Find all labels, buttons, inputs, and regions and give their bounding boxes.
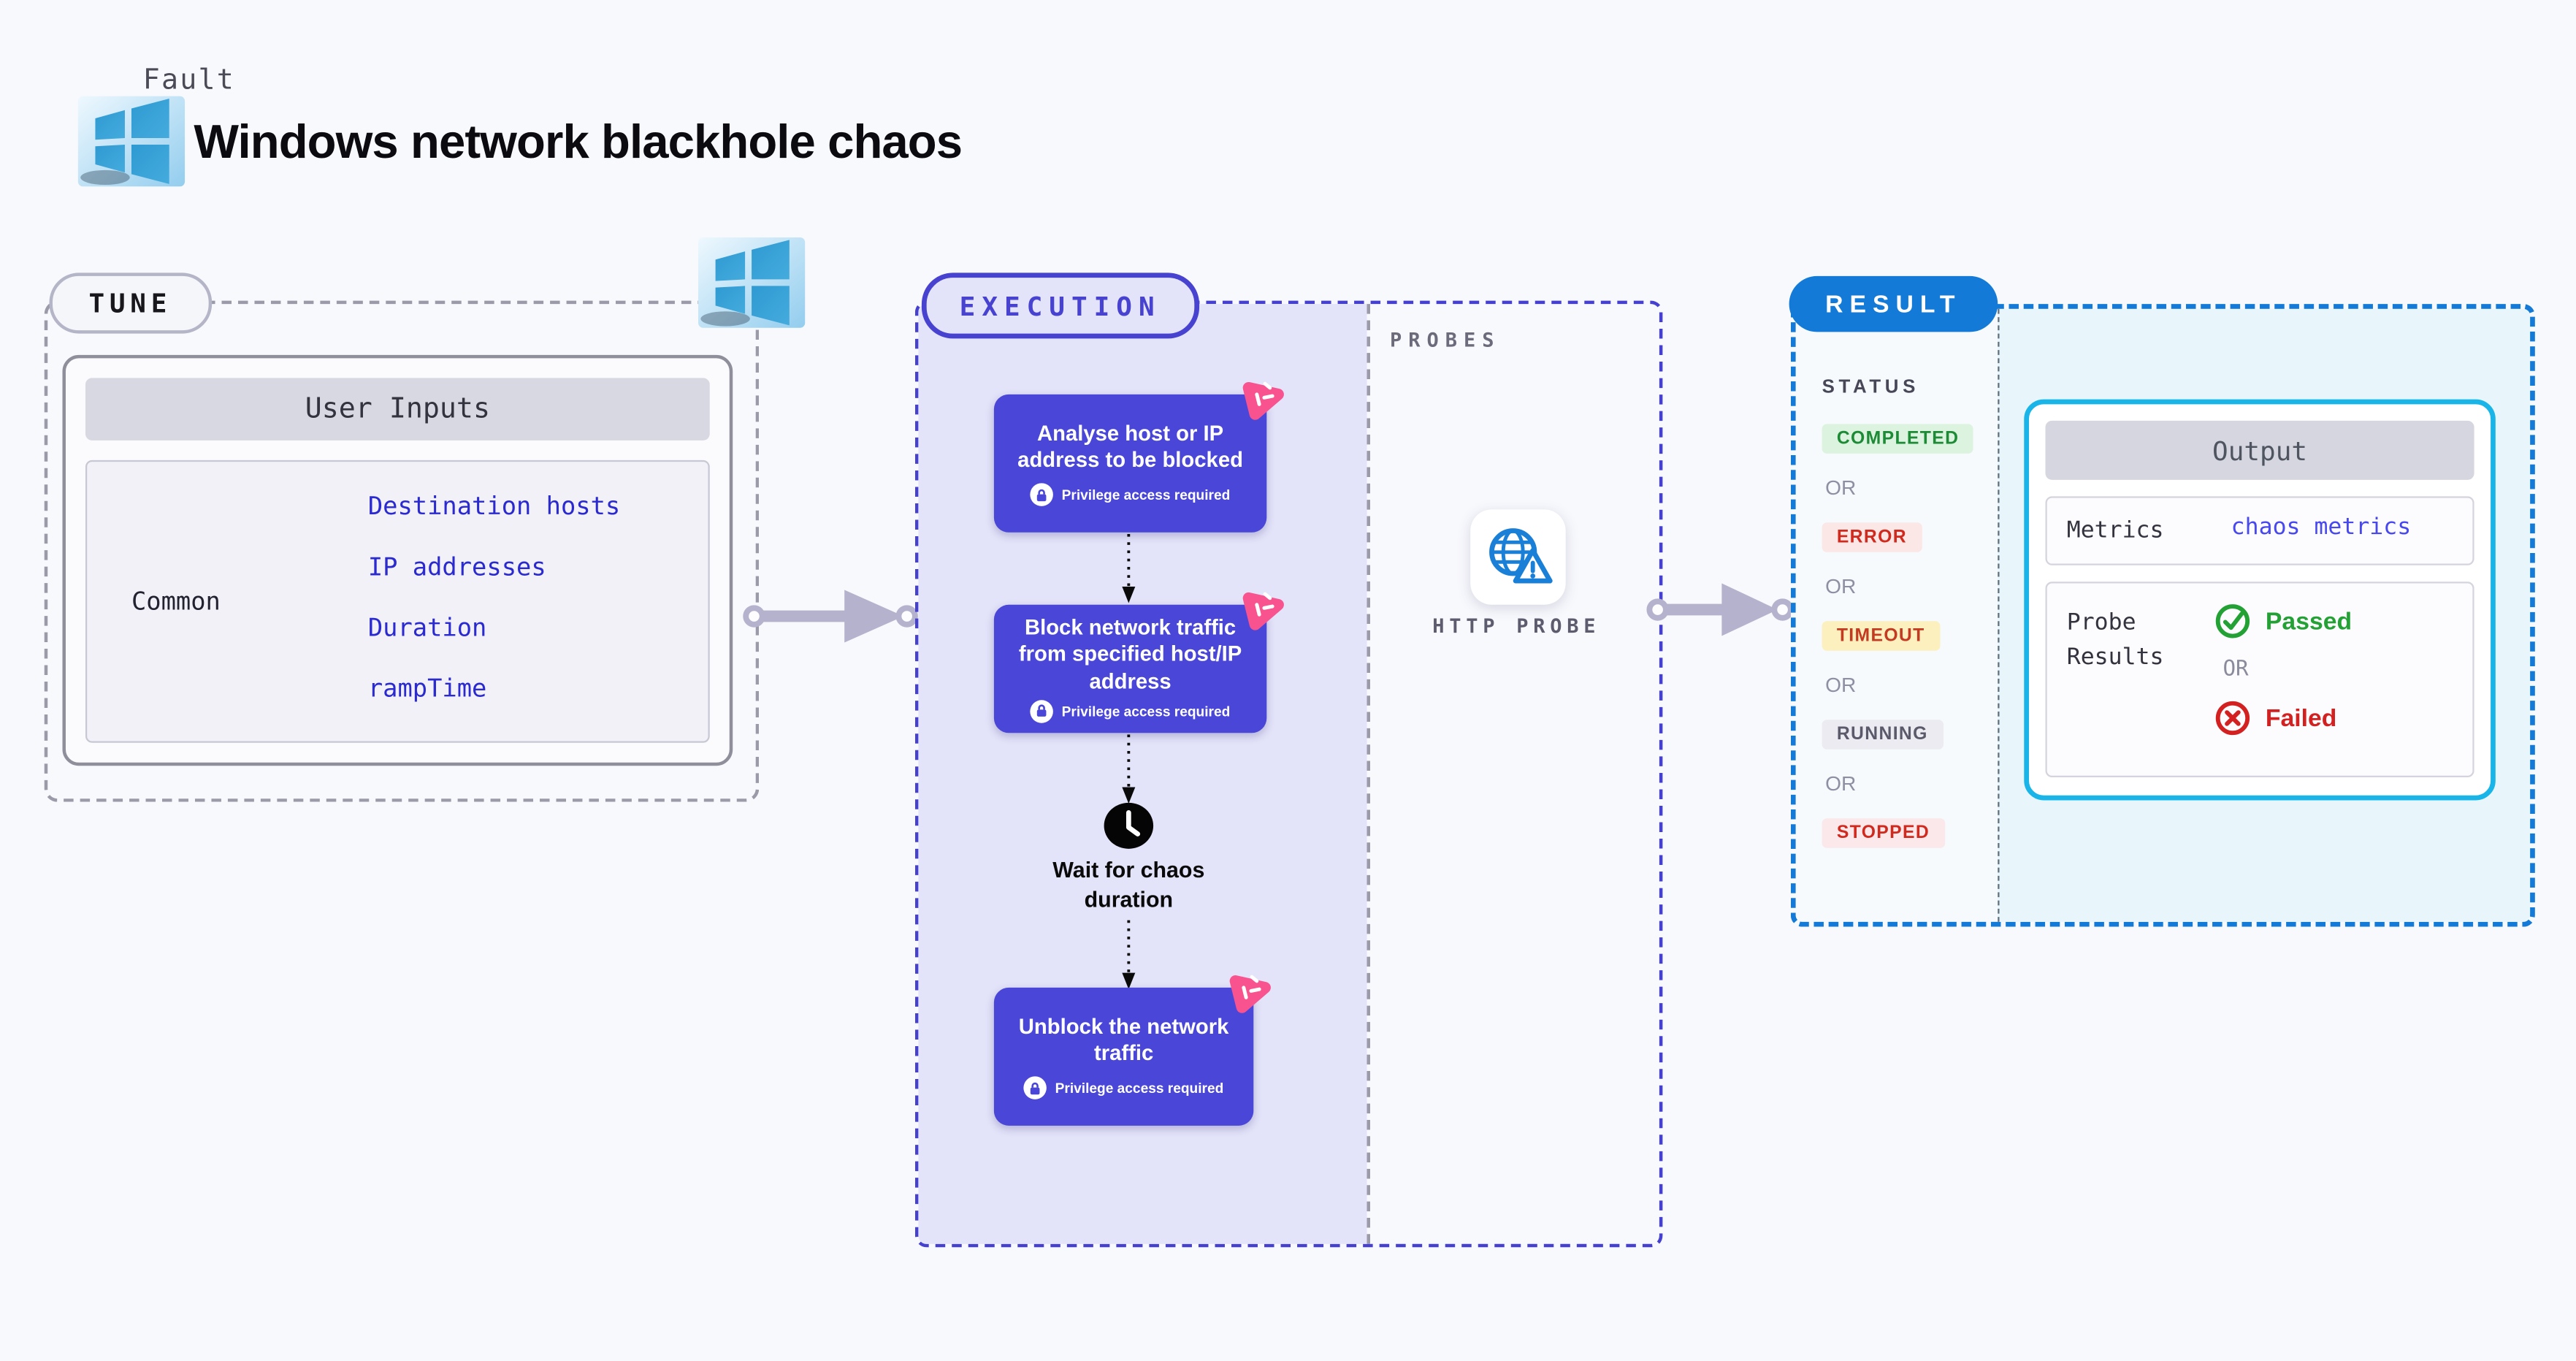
tune-to-execution-arrow xyxy=(743,590,918,643)
x-circle-icon xyxy=(2215,701,2250,736)
lock-icon xyxy=(1030,699,1054,723)
or-label: OR xyxy=(1825,772,1857,796)
passed-label: Passed xyxy=(2265,607,2353,636)
http-probe-label: HTTP PROBE xyxy=(1432,614,1601,638)
failed-outcome: Failed xyxy=(2214,700,2352,736)
step-label: Unblock the network traffic xyxy=(1018,1013,1229,1065)
step-analyse-host: Analyse host or IP address to be blocked… xyxy=(993,394,1266,533)
execution-probes-divider xyxy=(1367,304,1370,1244)
or-label: OR xyxy=(1825,674,1857,697)
common-row-label: Common xyxy=(131,587,221,617)
globe-warning-icon xyxy=(1489,528,1553,584)
tune-badge: TUNE xyxy=(49,272,212,334)
user-inputs-table: User Inputs Common Destination hosts IP … xyxy=(62,354,733,766)
page-title: Windows network blackhole chaos xyxy=(194,116,963,169)
result-badge: RESULT xyxy=(1789,275,1998,332)
status-badge-timeout: TIMEOUT xyxy=(1822,621,1940,651)
step-unblock-traffic: Unblock the network traffic Privilege ac… xyxy=(993,988,1253,1126)
step-label: Analyse host or IP address to be blocked xyxy=(1017,420,1243,472)
user-inputs-title: User Inputs xyxy=(85,378,710,441)
clock-icon xyxy=(1104,802,1154,849)
chaos-experiment-icon xyxy=(1236,584,1288,633)
windows-logo-icon xyxy=(77,96,186,187)
wait-step-label: Wait for chaos duration xyxy=(1052,858,1205,912)
or-label: OR xyxy=(2223,657,2249,682)
user-inputs-body: Common Destination hosts IP addresses Du… xyxy=(85,460,710,743)
metrics-row: Metrics chaos metrics xyxy=(2045,496,2474,565)
input-link-ramptime[interactable]: rampTime xyxy=(367,674,487,704)
metrics-label: Metrics xyxy=(2066,517,2164,544)
result-divider xyxy=(1998,308,2000,922)
probe-results-row: Probe Results Passed OR Failed xyxy=(2045,582,2474,777)
status-heading: STATUS xyxy=(1822,378,1919,398)
flow-arrow-icon xyxy=(1120,533,1137,605)
step-block-traffic: Block network traffic from specified hos… xyxy=(993,605,1266,733)
privilege-note: Privilege access required xyxy=(1061,703,1231,720)
probes-section-label: PROBES xyxy=(1389,328,1501,352)
output-title: Output xyxy=(2045,420,2474,480)
flow-arrow-icon xyxy=(1120,733,1137,805)
output-table: Output Metrics chaos metrics Probe Resul… xyxy=(2024,399,2496,801)
failed-label: Failed xyxy=(2265,704,2337,733)
step-label: Block network traffic from specified hos… xyxy=(1018,614,1242,693)
input-link-ip-addresses[interactable]: IP addresses xyxy=(367,552,546,582)
tune-section xyxy=(44,300,760,802)
probe-results-label: Probe Results xyxy=(2066,609,2164,671)
lock-icon xyxy=(1030,483,1054,507)
status-badge-error: ERROR xyxy=(1822,522,1922,552)
execution-badge: EXECUTION xyxy=(921,272,1199,339)
chaos-experiment-icon xyxy=(1236,373,1288,422)
fault-kicker: Fault xyxy=(142,64,236,97)
chaos-metrics-link[interactable]: chaos metrics xyxy=(2231,514,2412,541)
status-badge-completed: COMPLETED xyxy=(1822,424,1974,454)
status-badge-running: RUNNING xyxy=(1822,720,1944,750)
status-list: COMPLETED OR ERROR OR TIMEOUT OR RUNNING… xyxy=(1822,424,1974,848)
or-label: OR xyxy=(1825,476,1857,500)
input-link-duration[interactable]: Duration xyxy=(367,613,487,643)
or-label: OR xyxy=(1825,575,1857,598)
privilege-note: Privilege access required xyxy=(1061,487,1231,503)
chaos-experiment-icon xyxy=(1223,967,1275,1015)
flow-arrow-icon xyxy=(1120,918,1137,991)
passed-outcome: Passed xyxy=(2214,603,2352,639)
input-link-destination-hosts[interactable]: Destination hosts xyxy=(367,491,621,522)
status-badge-stopped: STOPPED xyxy=(1822,818,1945,848)
windows-logo-icon xyxy=(697,237,806,328)
probes-to-result-arrow xyxy=(1646,583,1794,636)
http-probe-node xyxy=(1470,509,1566,605)
check-circle-icon xyxy=(2215,604,2250,638)
privilege-note: Privilege access required xyxy=(1055,1080,1224,1097)
lock-icon xyxy=(1023,1076,1047,1100)
